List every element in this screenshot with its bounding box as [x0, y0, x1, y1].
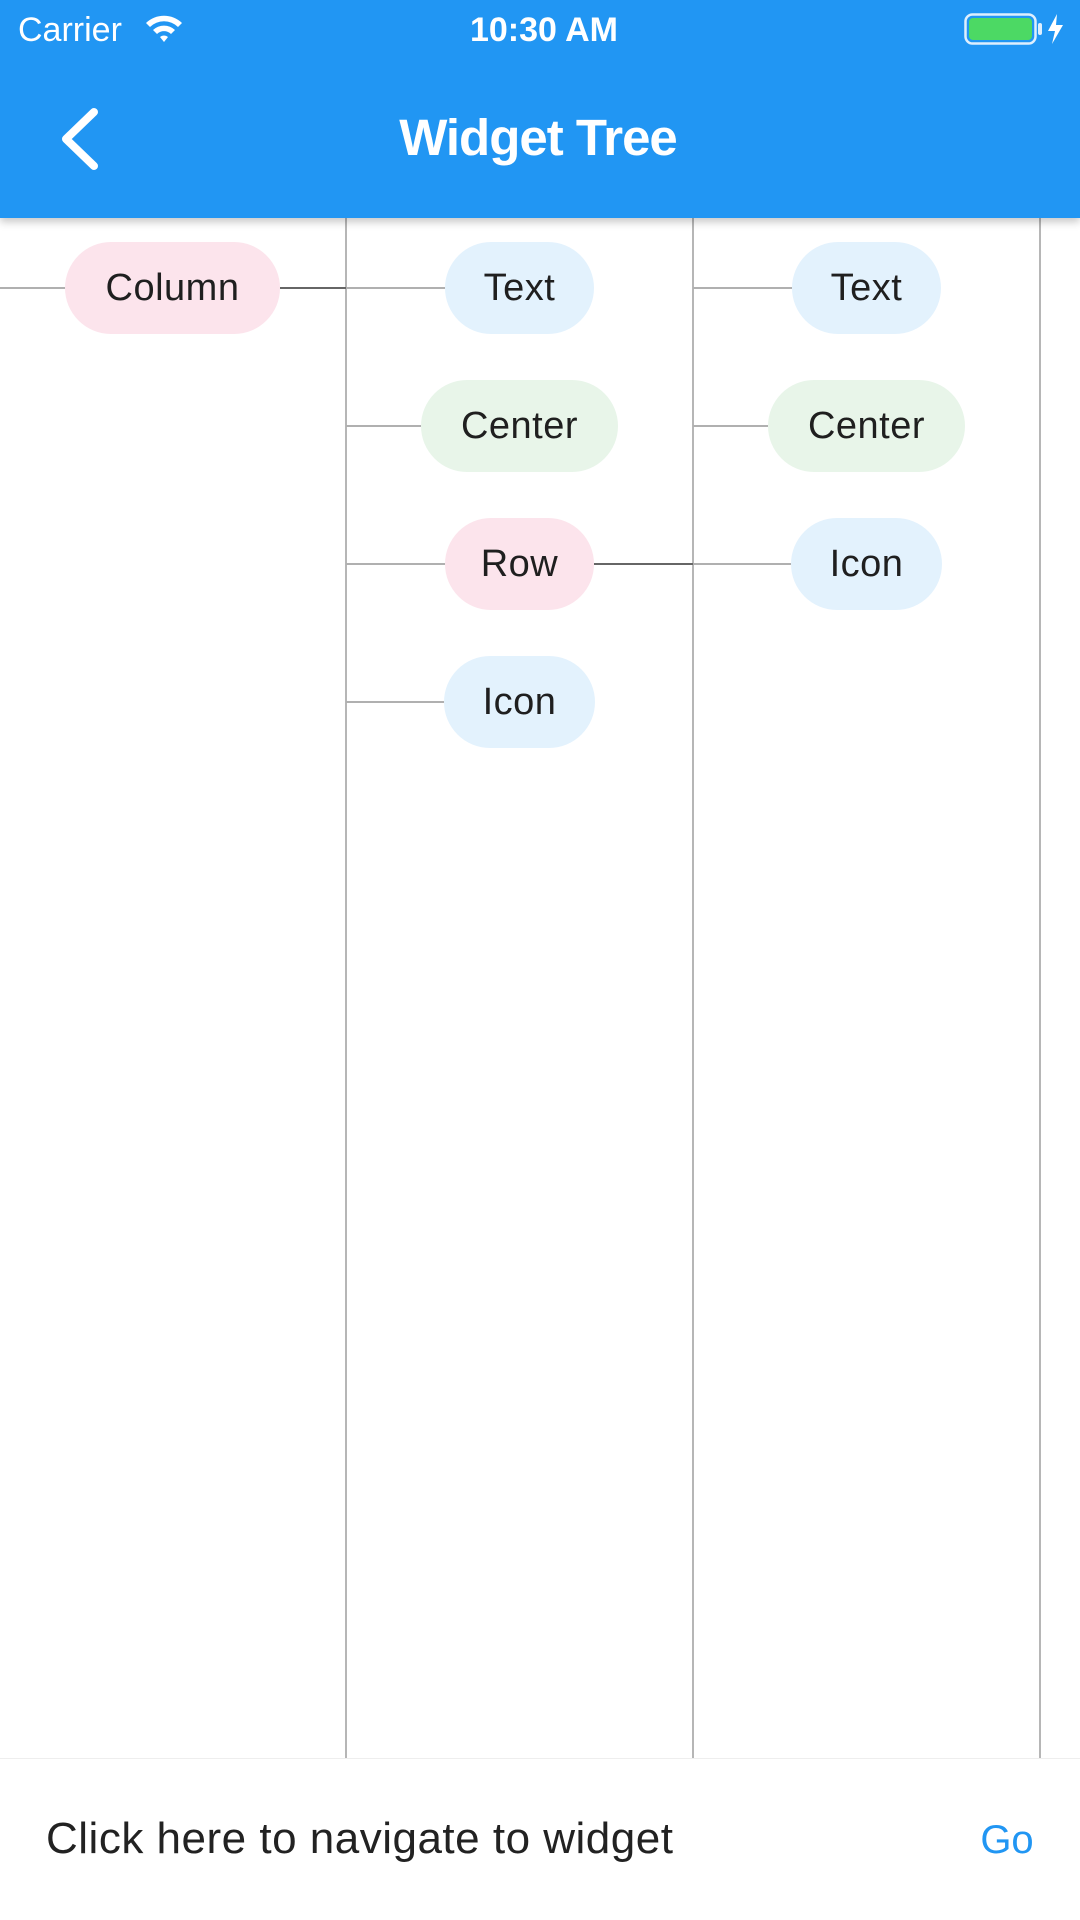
app-bar: Carrier 10:30 AM Widget Tree [0, 0, 1080, 218]
page-title: Widget Tree [399, 109, 678, 166]
wifi-icon [146, 15, 182, 42]
navigate-bar: Click here to navigate to widget Go [0, 1758, 1080, 1920]
go-button[interactable]: Go [962, 1815, 1052, 1865]
tree-node-center[interactable]: Center [421, 380, 618, 472]
status-bar: Carrier 10:30 AM [0, 0, 1080, 60]
status-time: 10:30 AM [469, 11, 619, 49]
tree-node-text[interactable]: Text [445, 242, 594, 334]
tree-node-column[interactable]: Column [65, 242, 280, 334]
navigate-hint[interactable]: Click here to navigate to widget [46, 1814, 674, 1863]
tree-node-text[interactable]: Text [792, 242, 941, 334]
carrier-label: Carrier [18, 11, 122, 49]
tree-connector-lines [0, 218, 1041, 1758]
tree-node-row[interactable]: Row [445, 518, 594, 610]
widget-tree-canvas: Column Text Center Row Icon Text Center … [0, 218, 1080, 1758]
tree-node-icon[interactable]: Icon [444, 656, 595, 748]
tree-node-center[interactable]: Center [768, 380, 965, 472]
back-chevron-icon[interactable] [56, 106, 106, 172]
battery-charging-icon [964, 13, 1063, 45]
tree-node-icon[interactable]: Icon [791, 518, 942, 610]
